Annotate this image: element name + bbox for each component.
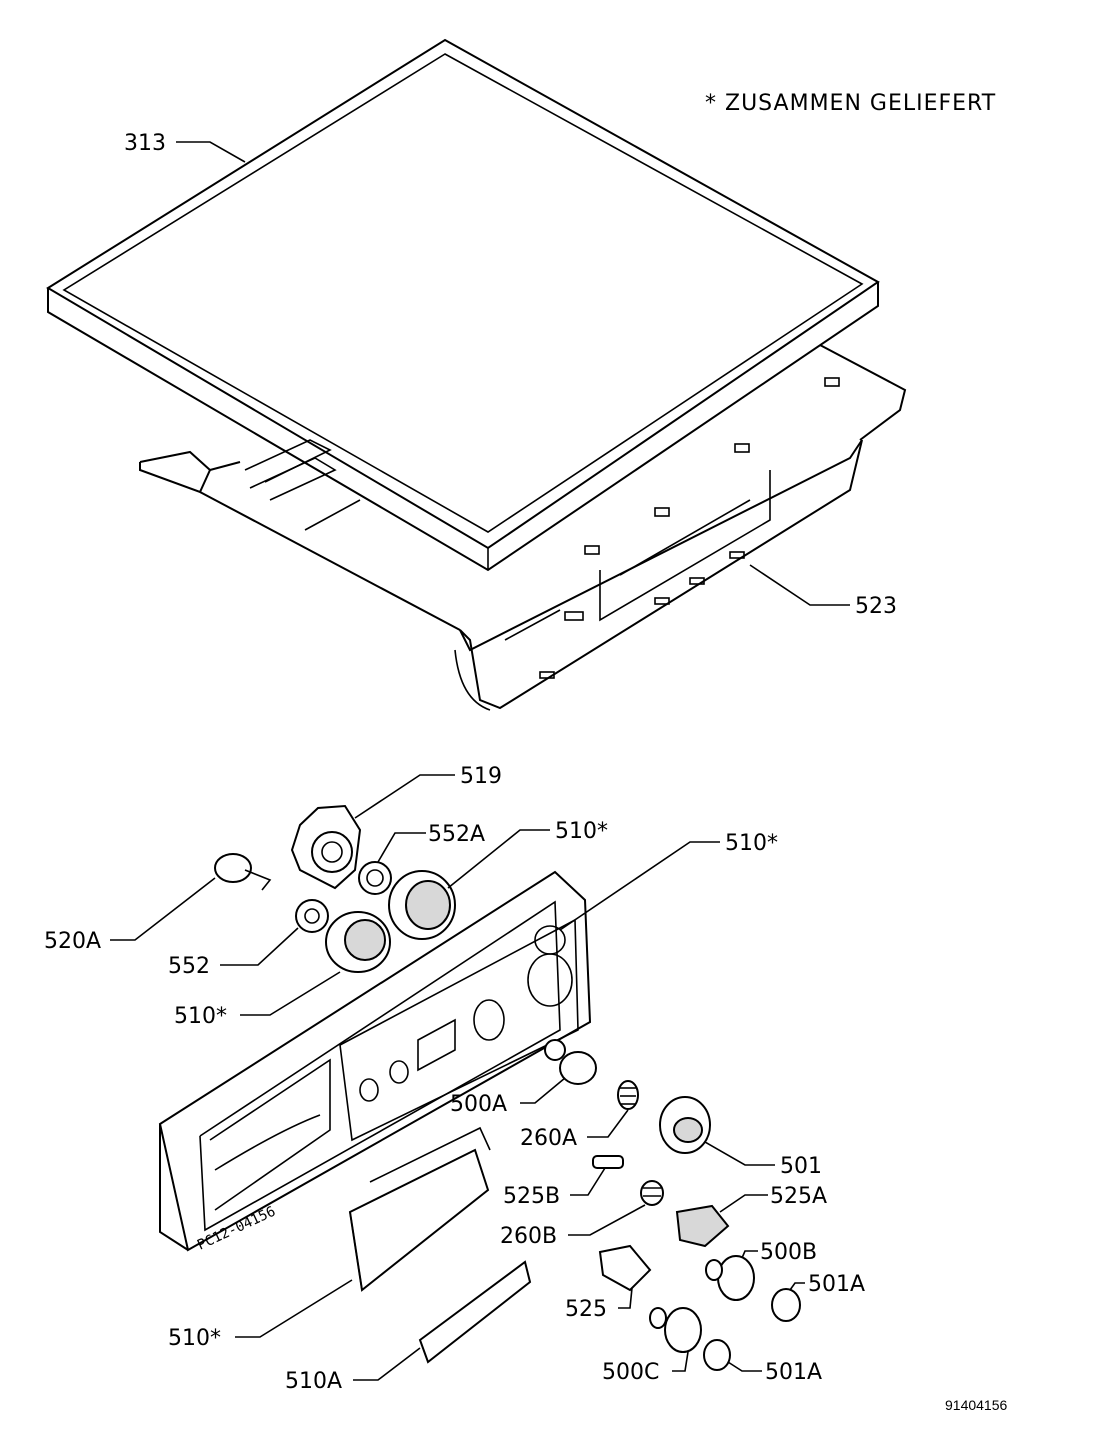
callout-510-drawer: 510*: [168, 1326, 221, 1351]
knob-500A: [544, 1039, 597, 1085]
callout-501A-upper: 501A: [808, 1272, 865, 1297]
spring-260A: [617, 1080, 639, 1110]
callout-552: 552: [168, 954, 210, 979]
pin-525B: [592, 1155, 624, 1169]
knob-500B: [705, 1255, 755, 1301]
callout-313: 313: [124, 131, 166, 156]
cap-501A-upper: [771, 1288, 801, 1322]
knob-501: [659, 1096, 711, 1154]
callout-labels: 313 523 519 552A 510* 510* 520A 552 510*…: [44, 131, 897, 1394]
frame-part-523: [139, 344, 907, 711]
callout-501: 501: [780, 1154, 822, 1179]
button-bracket-525: [598, 1244, 652, 1292]
callout-525A: 525A: [770, 1184, 827, 1209]
callout-525: 525: [565, 1297, 607, 1322]
callout-552A: 552A: [428, 822, 485, 847]
callout-523: 523: [855, 594, 897, 619]
supplied-together-note: * ZUSAMMEN GELIEFERT: [705, 91, 996, 116]
callout-501A-lower: 501A: [765, 1360, 822, 1385]
cap-501A-lower: [703, 1339, 731, 1371]
disc-552: [295, 899, 329, 933]
knob-510-upper: [388, 870, 456, 940]
callout-510-panel: 510*: [725, 831, 778, 856]
callout-510-knob: 510*: [555, 819, 608, 844]
spring-260B: [640, 1180, 664, 1206]
callout-510A: 510A: [285, 1369, 342, 1394]
selector-bracket-519: [290, 804, 362, 890]
leader-lines: [110, 141, 850, 1381]
ring-552A: [358, 861, 392, 895]
knob-510-lower: [325, 911, 391, 973]
callout-510-lower-knob: 510*: [174, 1004, 227, 1029]
callout-500A: 500A: [450, 1092, 507, 1117]
drawer-handle-510: [348, 1126, 491, 1292]
callout-260A: 260A: [520, 1126, 577, 1151]
callout-260B: 260B: [500, 1224, 557, 1249]
callout-500C: 500C: [602, 1360, 659, 1385]
knob-520A: [214, 853, 272, 891]
lid-part-313: [46, 38, 880, 572]
control-panel-510: [158, 870, 592, 1252]
callout-519: 519: [460, 764, 502, 789]
callout-525B: 525B: [503, 1184, 560, 1209]
callout-500B: 500B: [760, 1240, 817, 1265]
plate-510A: [418, 1260, 532, 1364]
knob-500C: [649, 1307, 702, 1353]
button-525A: [675, 1204, 730, 1248]
drawing-number: 91404156: [945, 1397, 1008, 1413]
callout-520A: 520A: [44, 929, 101, 954]
